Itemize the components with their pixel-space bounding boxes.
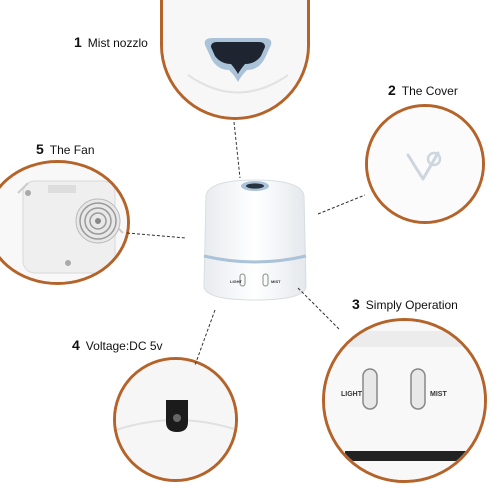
dc-jack-zoom xyxy=(113,357,238,482)
diffuser-body xyxy=(203,179,307,301)
diffuser-device: LIGHT MIST xyxy=(188,176,322,308)
operation-image xyxy=(325,321,484,480)
leader-cover xyxy=(317,194,366,215)
light-button-label: LIGHT xyxy=(341,391,362,398)
cover-zoom xyxy=(365,104,485,224)
device-mist-label: MIST xyxy=(271,279,281,284)
device-light-label: LIGHT xyxy=(230,279,242,284)
leader-fan xyxy=(126,232,187,239)
operation-zoom: LIGHT MIST xyxy=(322,318,487,483)
mist-button-label: MIST xyxy=(430,391,447,398)
fan-zoom xyxy=(0,160,130,285)
leader-mist-nozzle xyxy=(233,121,241,179)
mist-nozzle-zoom xyxy=(160,0,310,120)
dc-jack-image xyxy=(116,360,235,479)
leader-operation xyxy=(297,287,341,331)
fan-image xyxy=(0,163,127,282)
mist-nozzle-image xyxy=(163,0,307,117)
leader-voltage xyxy=(194,309,216,366)
cover-logo-icon xyxy=(368,107,482,221)
